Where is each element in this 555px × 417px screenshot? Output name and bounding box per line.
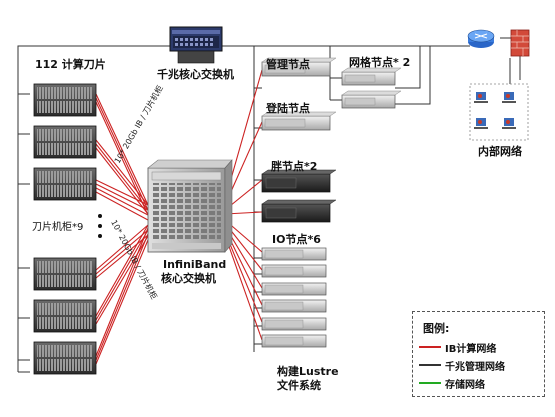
io-node-server	[261, 317, 327, 331]
core-gigabit-switch	[169, 26, 223, 64]
legend-swatch-ib	[419, 346, 441, 348]
login-node-label: 登陆节点	[266, 102, 310, 115]
blade-chassis-group	[33, 83, 102, 375]
internal-network-label: 内部网络	[478, 145, 522, 158]
legend-item-ib: IB计算网络	[419, 340, 539, 355]
blade-chassis	[33, 299, 97, 333]
io-node-server	[261, 264, 327, 278]
ib-switch-label-line2: 核心交换机	[161, 272, 216, 285]
io-node-label: IO节点*6	[272, 233, 321, 246]
blade-chassis-label: 刀片机柜*9	[32, 222, 84, 233]
legend-label-storage: 存储网络	[445, 380, 485, 391]
firewall-icon	[510, 29, 530, 57]
blade-chassis	[33, 257, 97, 291]
fat-node-server	[261, 199, 337, 223]
legend-title: 图例:	[423, 322, 450, 335]
legend-box: 图例: IB计算网络 千兆管理网络 存储网络	[412, 311, 545, 397]
io-node-server	[261, 334, 327, 348]
blade-chassis	[33, 341, 97, 375]
workstation-icon	[474, 118, 488, 129]
blade-chassis	[33, 125, 97, 159]
legend-item-mgmt: 千兆管理网络	[419, 358, 539, 373]
legend-swatch-storage	[419, 382, 441, 384]
lustre-label-line2: 文件系统	[277, 379, 321, 392]
blade-chassis	[33, 83, 97, 117]
infiniband-switch	[147, 159, 233, 253]
lustre-label-line1: 构建Lustre	[277, 365, 339, 378]
legend-item-storage: 存储网络	[419, 376, 539, 391]
workstation-icon	[502, 118, 516, 129]
blade-compute-label: 112 计算刀片	[35, 58, 106, 71]
legend-label-ib: IB计算网络	[445, 344, 497, 355]
workstation-icon	[474, 92, 488, 103]
grid-node-label: 网格节点* 2	[349, 56, 411, 69]
io-node-server	[261, 299, 327, 313]
grid-node-server	[341, 90, 402, 109]
legend-label-mgmt: 千兆管理网络	[445, 362, 505, 373]
internal-network-box	[469, 83, 529, 141]
mgmt-node-label: 管理节点	[266, 58, 310, 71]
ib-switch-label-line1: InfiniBand	[163, 258, 227, 271]
ellipsis-dots	[98, 214, 102, 238]
login-node-server	[261, 111, 337, 131]
router-icon	[467, 29, 495, 48]
io-node-stack	[261, 247, 327, 348]
blade-chassis	[33, 167, 97, 201]
fat-node-server	[261, 169, 337, 193]
management-network-lines	[17, 37, 521, 373]
legend-swatch-mgmt	[419, 364, 441, 366]
io-node-server	[261, 247, 327, 261]
fat-node-label: 胖节点*2	[271, 160, 318, 173]
workstation-icon	[502, 92, 516, 103]
core-switch-label: 千兆核心交换机	[157, 68, 234, 81]
ib-network-lines	[95, 69, 263, 365]
grid-node-server	[341, 67, 402, 86]
management-node-server	[261, 57, 337, 77]
io-node-server	[261, 282, 327, 296]
